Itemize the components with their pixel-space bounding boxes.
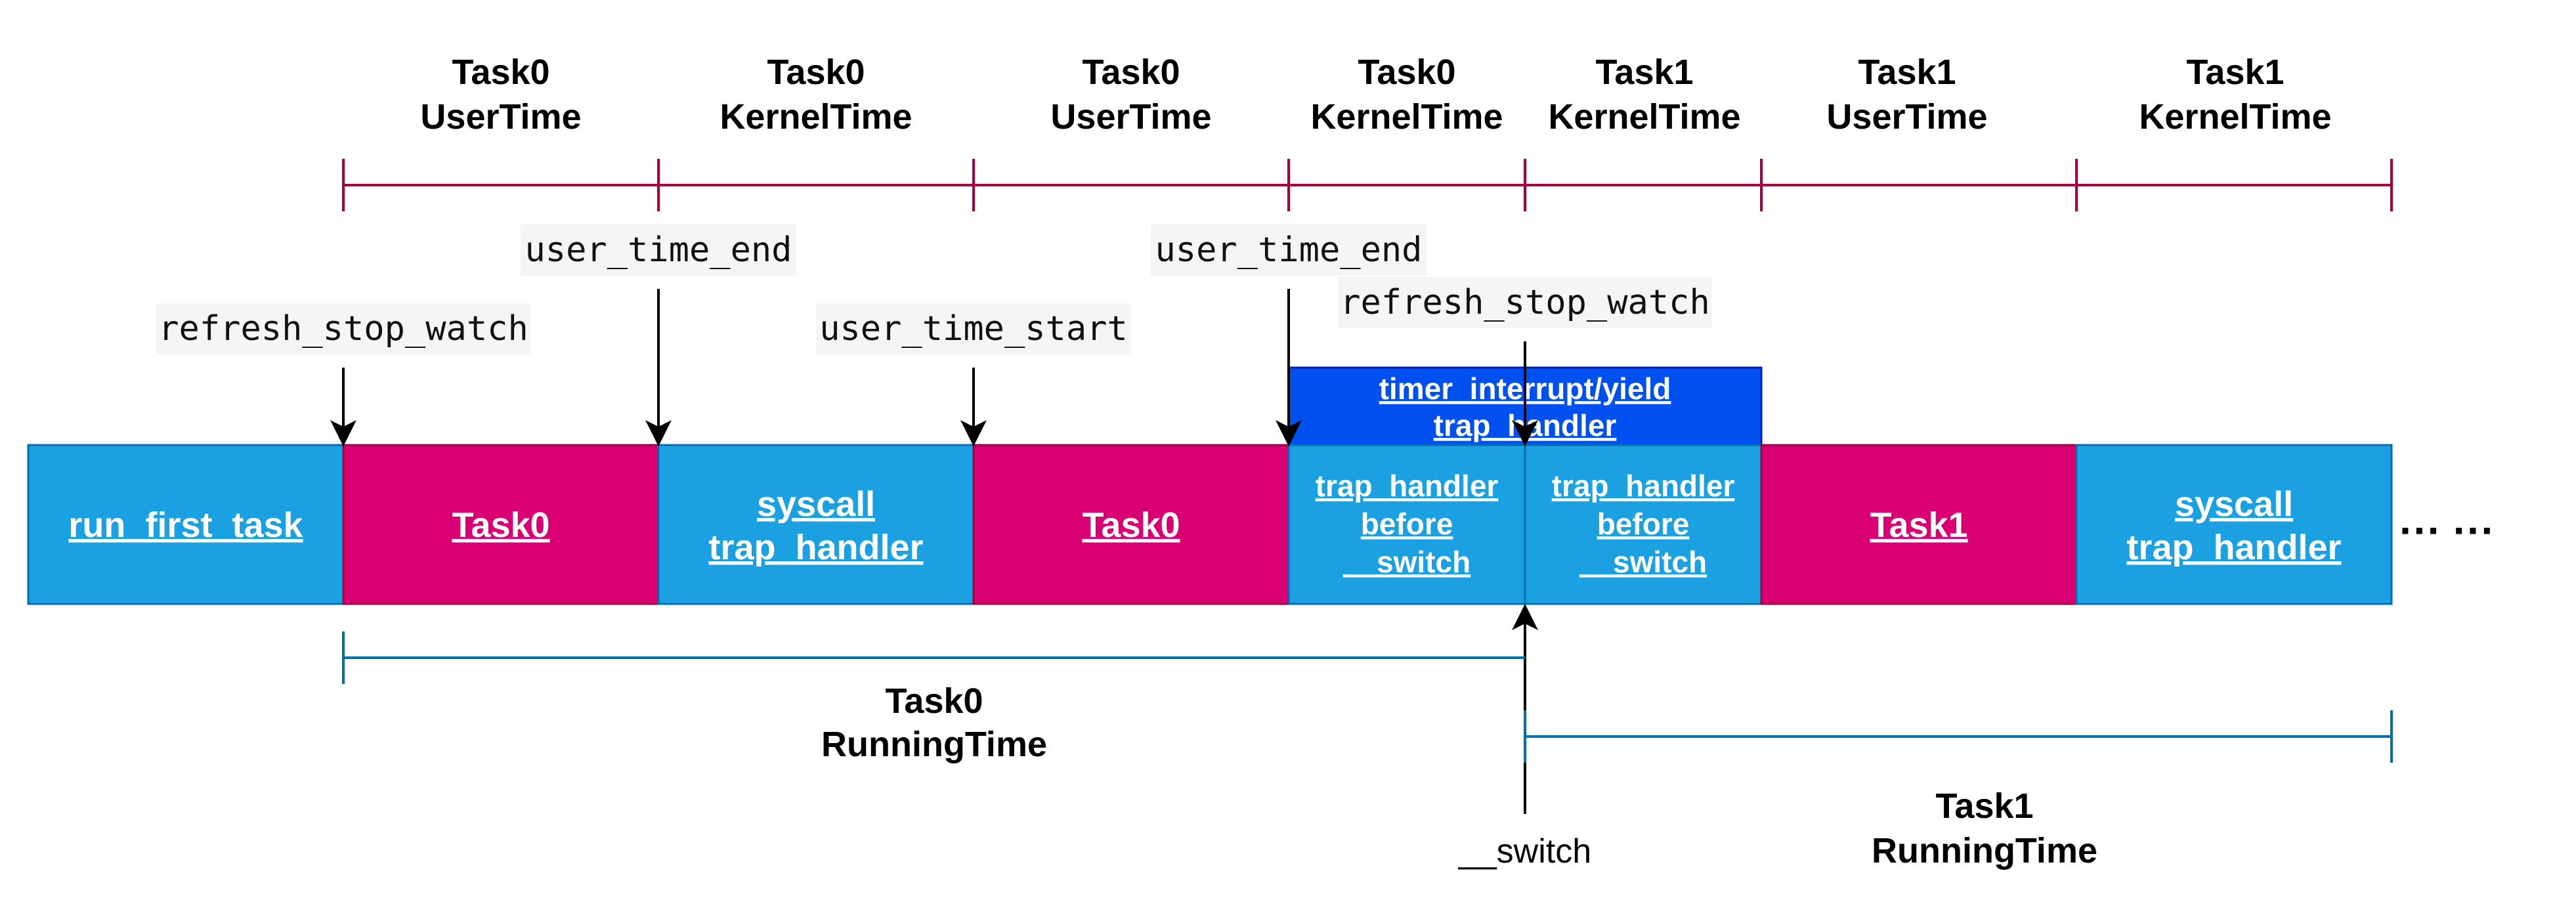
phase-1-kind: KernelTime xyxy=(719,97,912,137)
switch-label: __switch xyxy=(1458,832,1591,870)
phase-6-task: Task1 xyxy=(2186,53,2284,92)
phase-4-kind: KernelTime xyxy=(1548,97,1740,137)
block-3-line0: Task0 xyxy=(1082,505,1180,545)
event-user-time-end-2: user_time_end xyxy=(1155,230,1423,270)
phase-0-task: Task0 xyxy=(452,53,549,92)
task0-running-span xyxy=(342,631,1525,684)
event-label-bg xyxy=(521,224,796,276)
phase-5-kind: UserTime xyxy=(1826,97,1987,137)
task1-running-span xyxy=(1524,710,2393,763)
block-4-line0: trap_handler xyxy=(1316,469,1499,503)
task1-running-label-2: RunningTime xyxy=(1872,831,2097,870)
block-syscall-trap-handler-2 xyxy=(2075,444,2393,605)
event-arrows xyxy=(330,289,1538,814)
phase-0-kind: UserTime xyxy=(420,97,581,137)
phase-ruler xyxy=(342,159,2393,211)
block-syscall-trap-handler xyxy=(657,444,975,605)
continuation-ellipsis: ··· ··· xyxy=(2399,507,2495,554)
block-5-line0: trap_handler xyxy=(1552,469,1735,503)
block-4-line2: __switch xyxy=(1342,545,1470,579)
block-5-line2: __switch xyxy=(1579,545,1707,579)
execution-blocks: run_first_task Task0 syscall trap_handle… xyxy=(27,444,2393,605)
event-label-bg xyxy=(156,303,530,354)
event-user-time-end-1: user_time_end xyxy=(525,230,792,270)
task0-running-label-2: RunningTime xyxy=(821,725,1047,764)
block-2-line0: syscall xyxy=(757,484,875,524)
phase-headers: Task0 UserTime Task0 KernelTime Task0 Us… xyxy=(420,53,2331,137)
block-7-line0: syscall xyxy=(2175,484,2293,524)
block-trap-handler-before-switch-0 xyxy=(1287,444,1526,605)
task1-running-label-1: Task1 xyxy=(1935,786,2033,826)
block-task1-user xyxy=(1760,444,2078,605)
event-label-bg xyxy=(1338,277,1712,328)
phase-1-task: Task0 xyxy=(767,53,865,92)
block-6-line0: Task1 xyxy=(1870,505,1967,545)
event-user-time-start: user_time_start xyxy=(819,309,1128,349)
event-label-bg xyxy=(1151,224,1427,276)
event-refresh-stop-watch-1: refresh_stop_watch xyxy=(158,309,528,349)
phase-2-kind: UserTime xyxy=(1050,97,1211,137)
phase-3-kind: KernelTime xyxy=(1310,97,1503,137)
block-trap-handler-before-switch-1 xyxy=(1524,444,1763,605)
event-label-bg xyxy=(816,303,1131,354)
block-1-line0: Task0 xyxy=(452,505,549,545)
block-5-line1: before xyxy=(1597,507,1690,541)
phase-2-task: Task0 xyxy=(1082,53,1180,92)
block-0-line0: run_first_task xyxy=(68,505,303,545)
block-4-line1: before xyxy=(1361,507,1453,541)
event-refresh-stop-watch-2: refresh_stop_watch xyxy=(1340,283,1710,322)
block-2-line1: trap_handler xyxy=(708,528,923,567)
block-task0-user xyxy=(342,444,660,605)
block-7-line1: trap_handler xyxy=(2126,528,2341,567)
task0-running-label-1: Task0 xyxy=(885,681,983,721)
phase-6-kind: KernelTime xyxy=(2139,97,2331,137)
phase-5-task: Task1 xyxy=(1858,53,1956,92)
phase-3-task: Task0 xyxy=(1358,53,1455,92)
phase-4-task: Task1 xyxy=(1595,53,1693,92)
block-task0-user-2 xyxy=(972,444,1290,605)
event-labels: refresh_stop_watch user_time_end user_ti… xyxy=(156,224,1712,354)
